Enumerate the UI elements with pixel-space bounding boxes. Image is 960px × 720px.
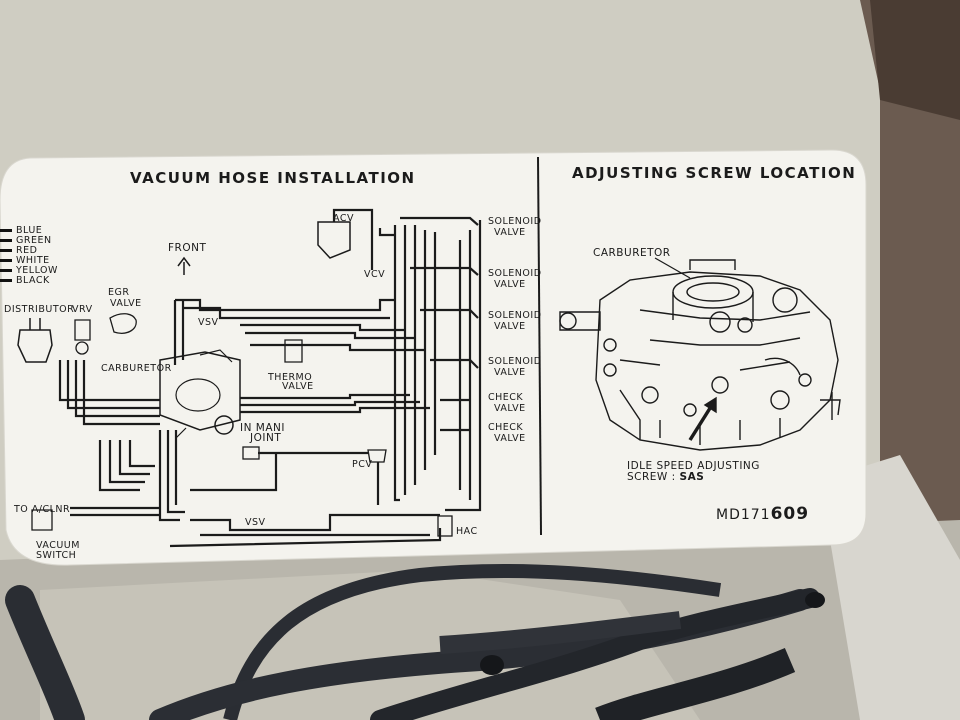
check-valve-label: VALVE: [494, 433, 526, 444]
in-mani-joint-label: IN MANI: [240, 422, 285, 434]
carburetor-label-right: CARBURETOR: [593, 247, 671, 259]
legend-label: GREEN: [16, 235, 52, 246]
vrv-label: VRV: [72, 304, 93, 315]
vsv-top-label: VSV: [198, 317, 219, 328]
sas-label-prefix: SCREW :: [627, 471, 680, 483]
legend-row: BLACK: [0, 276, 50, 286]
thermo-valve-label: THERMO: [268, 372, 313, 383]
legend-label: WHITE: [16, 255, 50, 266]
part-number-prefix: MD171: [716, 507, 771, 523]
acv-label: ACV: [333, 213, 354, 224]
solenoid-valve-label: SOLENOID: [488, 356, 542, 367]
solenoid-valve-label: SOLENOID: [488, 310, 542, 321]
check-valve-label: VALVE: [494, 403, 526, 414]
legend-label: BLACK: [16, 275, 50, 286]
legend-row: YELLOW: [0, 266, 58, 276]
in-mani-joint-label: JOINT: [250, 432, 282, 444]
legend-label: RED: [16, 245, 38, 256]
part-number: MD171609: [716, 506, 809, 523]
front-label: FRONT: [168, 242, 207, 254]
check-valve-label: CHECK: [488, 422, 524, 433]
vacuum-hose: [370, 588, 820, 720]
adjusting-screw-title: ADJUSTING SCREW LOCATION: [572, 164, 857, 182]
legend-row: WHITE: [0, 256, 50, 266]
legend-label: BLUE: [16, 225, 43, 236]
sas-label: SCREW : SAS: [627, 472, 704, 483]
solenoid-valve-label: VALVE: [494, 321, 526, 332]
solenoid-valve-label: SOLENOID: [488, 268, 542, 279]
hac-label: HAC: [456, 526, 478, 537]
egr-valve-label: EGR: [108, 287, 130, 298]
idle-speed-label: IDLE SPEED ADJUSTING: [627, 460, 760, 472]
solenoid-valve-label: VALVE: [494, 367, 526, 378]
distributor-label: DISTRIBUTOR: [4, 304, 75, 315]
to-aclnr-label: TO A/CLNR: [14, 504, 71, 515]
solenoid-valve-label: SOLENOID: [488, 216, 542, 227]
vsv-bottom-label: VSV: [245, 517, 266, 528]
vacuum-hose: [439, 611, 682, 654]
carburetor-label: CARBURETOR: [101, 363, 172, 374]
legend-row: BLUE: [0, 226, 42, 236]
diagram-title: VACUUM HOSE INSTALLATION: [130, 169, 416, 187]
legend-row: RED: [0, 246, 37, 256]
panel-divider: [537, 156, 542, 536]
part-number-suffix: 609: [770, 504, 810, 524]
pcv-label: PCV: [352, 459, 373, 470]
egr-valve-label: VALVE: [110, 298, 142, 309]
check-valve-label: CHECK: [488, 392, 524, 403]
vacuum-switch-label: SWITCH: [36, 550, 77, 561]
vacuum-hose: [223, 563, 722, 720]
legend-row: GREEN: [0, 236, 52, 246]
sas-label-bold: SAS: [679, 471, 705, 483]
vacuum-switch-label: VACUUM: [36, 540, 80, 551]
solenoid-valve-label: VALVE: [494, 279, 526, 290]
vcv-label: VCV: [364, 269, 386, 280]
thermo-valve-label: VALVE: [282, 381, 314, 392]
vacuum-hose: [5, 585, 85, 720]
legend-label: YELLOW: [16, 265, 58, 276]
solenoid-valve-label: VALVE: [494, 227, 526, 238]
